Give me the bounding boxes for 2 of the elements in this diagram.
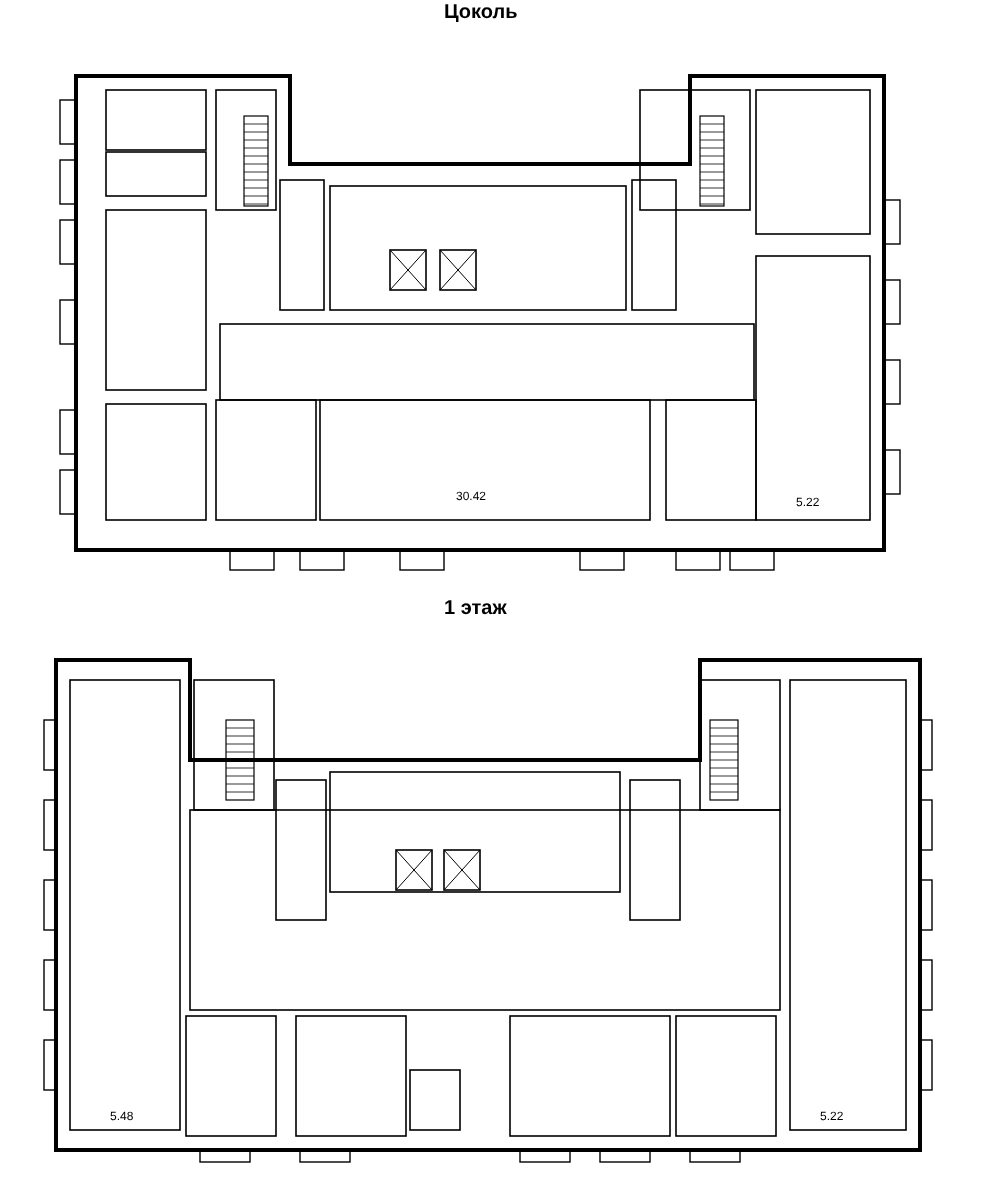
floor-title: 1 этаж	[444, 600, 507, 620]
floor-title: Цоколь	[444, 4, 518, 24]
